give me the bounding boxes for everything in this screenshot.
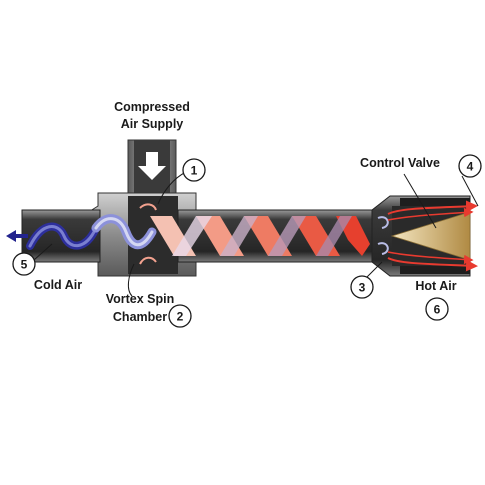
hot-air-spiral [150, 216, 370, 256]
leader-5 [33, 243, 53, 261]
return-swirl-lower-icon [377, 242, 389, 255]
swirl-arrow-lower-icon [139, 256, 157, 265]
vortex-chamber-label-line1: Vortex Spin [106, 292, 175, 306]
compressed-air-label-line1: Compressed [114, 100, 190, 114]
callout-5: 5 [12, 252, 36, 276]
svg-text:4: 4 [467, 160, 474, 174]
compressed-air-label-line2: Air Supply [121, 117, 184, 131]
callout-6: 6 [425, 297, 449, 321]
svg-text:5: 5 [21, 258, 28, 272]
inlet-arrow-icon [138, 152, 166, 180]
air-inlet-pipe [127, 139, 177, 199]
svg-text:1: 1 [191, 164, 198, 178]
leader-4 [461, 175, 479, 207]
callout-2: 2 [168, 304, 192, 328]
svg-text:6: 6 [434, 303, 441, 317]
leader-control-valve [403, 173, 437, 229]
cold-air-label: Cold Air [34, 278, 82, 292]
hot-air-label: Hot Air [415, 279, 456, 293]
vortex-chamber-label-line2: Chamber [113, 310, 167, 324]
control-valve-cone [390, 211, 471, 261]
callout-3: 3 [350, 275, 374, 299]
cold-air-exit-arrow-icon [6, 230, 28, 242]
callout-4: 4 [458, 154, 482, 178]
swirl-arrow-upper-icon [139, 203, 157, 211]
svg-text:2: 2 [177, 310, 184, 324]
svg-text:3: 3 [359, 281, 366, 295]
return-swirl-upper-icon [377, 216, 389, 229]
control-valve-label: Control Valve [360, 156, 440, 170]
callout-1: 1 [182, 158, 206, 182]
hot-air-arrows [387, 200, 478, 272]
leader-2 [127, 263, 135, 297]
cold-air-spiral [26, 214, 157, 250]
